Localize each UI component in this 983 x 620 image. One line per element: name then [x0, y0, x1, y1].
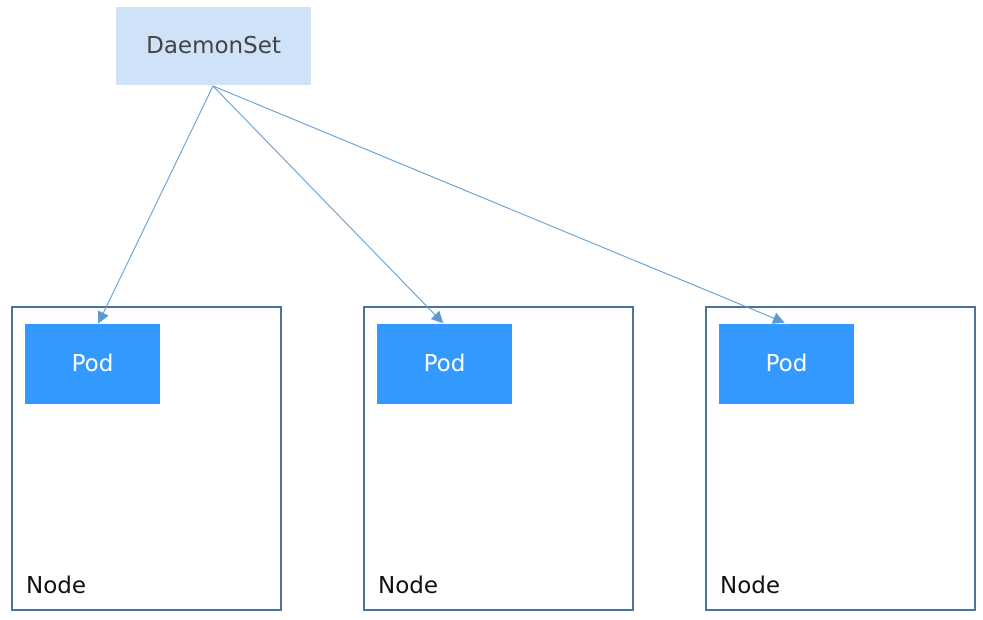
daemonset-label: DaemonSet	[146, 33, 281, 59]
pod-2-label: Pod	[423, 351, 466, 377]
pod-1-label: Pod	[71, 351, 114, 377]
node-3: Pod Node	[705, 306, 976, 611]
node-2: Pod Node	[363, 306, 634, 611]
node-1-label: Node	[26, 573, 87, 599]
pod-2: Pod	[377, 324, 512, 404]
pod-1: Pod	[25, 324, 160, 404]
arrow-to-pod-1	[97, 85, 214, 324]
node-1: Pod Node	[11, 306, 282, 611]
node-3-label: Node	[720, 573, 781, 599]
arrow-to-pod-3	[212, 85, 785, 324]
node-2-label: Node	[378, 573, 439, 599]
daemonset-box: DaemonSet	[116, 7, 311, 85]
pod-3: Pod	[719, 324, 854, 404]
pod-3-label: Pod	[765, 351, 808, 377]
arrow-to-pod-2	[212, 85, 444, 324]
